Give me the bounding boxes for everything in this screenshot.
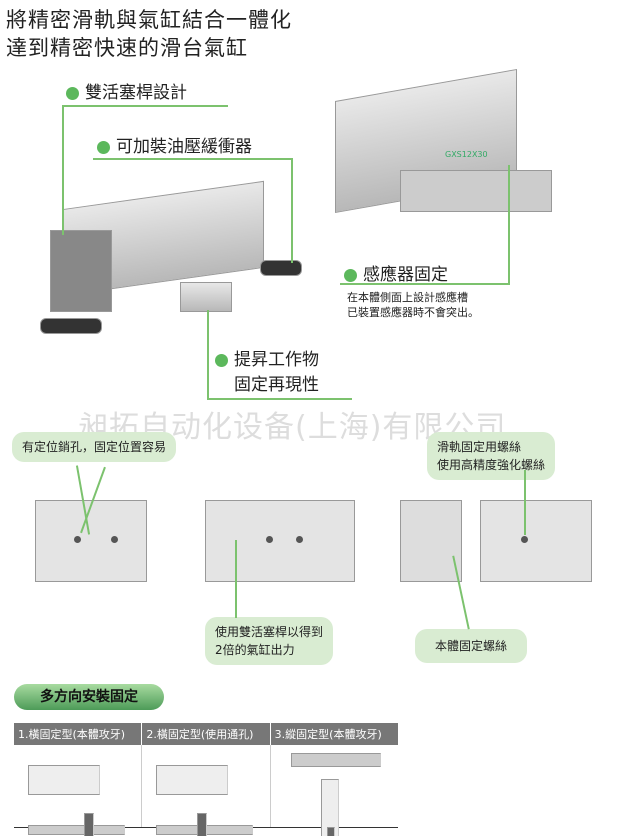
feature-shock-absorber: 可加裝油壓緩衝器 [97,132,252,157]
feature-label: 提昇工作物 [234,350,319,370]
column-header: 2.橫固定型(使用通孔) [142,723,271,745]
feature-label: 固定再現性 [234,375,319,395]
feature-label: 可加裝油壓緩衝器 [116,137,252,157]
headline-line1: 將精密滑軌與氣缸結合一體化 [6,8,292,32]
mounting-table: 1.橫固定型(本體攻牙) 2.橫固定型(使用通孔) 3.縱固定型(本體攻牙) [14,723,398,836]
mount-diagram-2 [142,745,271,836]
mounting-table-header: 1.橫固定型(本體攻牙) 2.橫固定型(使用通孔) 3.縱固定型(本體攻牙) [14,723,398,745]
callout-line: 使用高精度強化螺絲 [437,458,546,472]
feature-sensor: 感應器固定 [344,260,448,285]
sensor-description: 在本體側面上設計感應槽已裝置感應器時不會突出。 [347,290,479,320]
callout-line: 滑軌固定用螺絲 [437,440,522,454]
side-view-image [205,500,355,582]
feature-label: 感應器固定 [363,265,448,285]
callout-line: 2倍的氣缸出力 [215,643,295,657]
callout-line: 使用雙活塞桿以得到 [215,625,324,639]
rail-view-image [480,500,592,582]
callout-double-output: 使用雙活塞桿以得到 2倍的氣缸出力 [205,617,334,665]
feature-label: 雙活塞桿設計 [85,83,187,103]
mounting-section-title: 多方向安裝固定 [14,684,164,710]
callout-body-screw: 本體固定螺絲 [415,629,528,663]
bullet-icon [344,268,357,282]
mount-diagram-1 [14,745,143,836]
column-header: 3.縱固定型(本體攻牙) [274,728,382,741]
feature-repeatability: 提昇工作物固定再現性 [215,348,319,398]
end-view-image [400,500,462,582]
callout-pin-hole: 有定位銷孔，固定位置容易 [12,432,177,462]
product-label: GXS12X30 [445,150,488,159]
sensor-desc-line: 已裝置感應器時不會突出。 [347,306,479,319]
bullet-icon [97,140,110,154]
headline-line2: 達到精密快速的滑台氣缸 [6,36,248,60]
mount-diagram-3 [271,745,398,836]
bullet-icon [66,86,79,100]
feature-double-rod: 雙活塞桿設計 [66,78,187,103]
bullet-icon [215,353,228,367]
top-view-image [35,500,147,582]
callout-rail-screw: 滑軌固定用螺絲使用高精度強化螺絲 [427,432,556,480]
column-header: 1.橫固定型(本體攻牙) [14,723,143,745]
sensor-desc-line: 在本體側面上設計感應槽 [347,291,468,304]
